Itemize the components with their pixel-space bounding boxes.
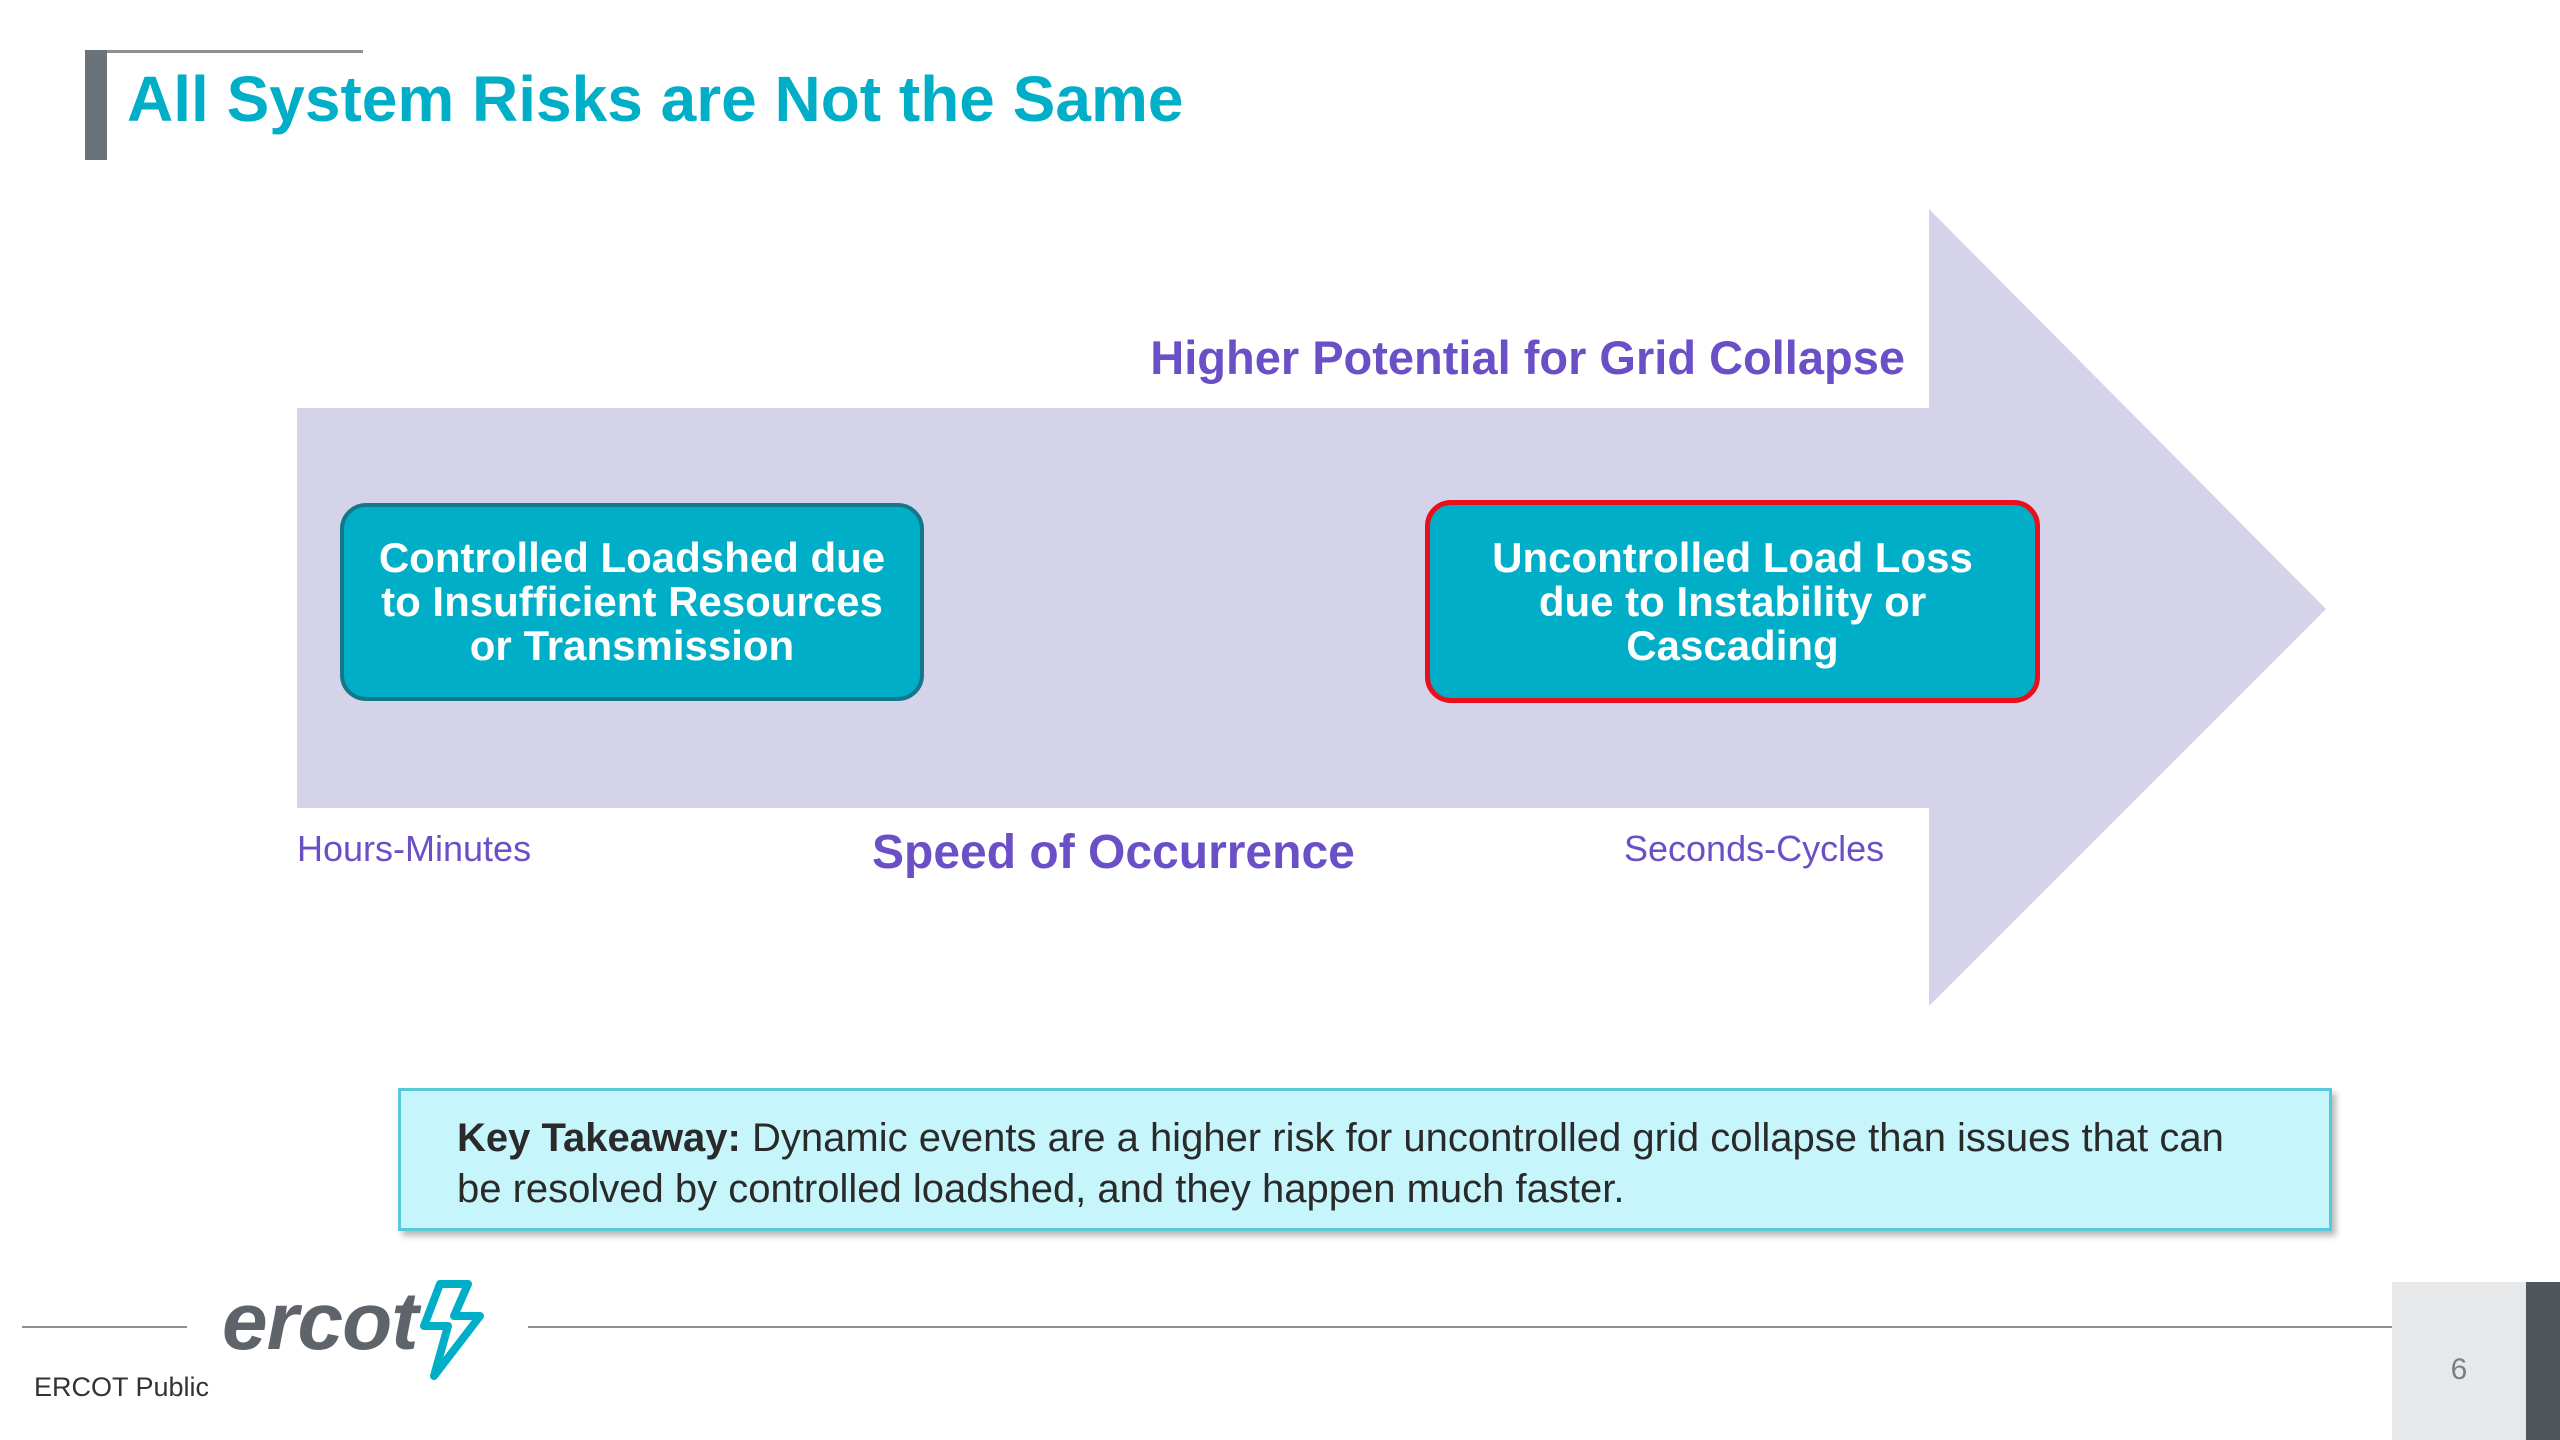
footer-divider-right bbox=[528, 1326, 2526, 1328]
logo-wordmark: ercot bbox=[222, 1276, 419, 1367]
title-accent-line bbox=[85, 50, 363, 53]
classification-label: ERCOT Public bbox=[34, 1372, 210, 1402]
page-number: 6 bbox=[2450, 1353, 2468, 1386]
footer-divider-left bbox=[22, 1326, 187, 1328]
controlled-loadshed-box: Controlled Loadshed due to Insufficient … bbox=[340, 503, 924, 701]
key-takeaway-text: Dynamic events are a higher risk for unc… bbox=[457, 1116, 2224, 1211]
axis-left-label: Hours-Minutes bbox=[297, 828, 532, 869]
axis-right-label: Seconds-Cycles bbox=[1624, 828, 1885, 869]
page-number-box bbox=[2392, 1282, 2526, 1440]
ercot-lightning-mark-icon bbox=[420, 1280, 484, 1380]
slide-title: All System Risks are Not the Same bbox=[127, 63, 1184, 135]
uncontrolled-load-loss-text: Uncontrolled Load Loss due to Instabilit… bbox=[1492, 533, 1973, 669]
title-accent-bar bbox=[85, 50, 107, 160]
controlled-loadshed-text: Controlled Loadshed due to Insufficient … bbox=[378, 534, 886, 669]
key-takeaway-box: Key Takeaway: Dynamic events are a highe… bbox=[398, 1088, 2332, 1231]
uncontrolled-load-loss-box: Uncontrolled Load Loss due to Instabilit… bbox=[1425, 500, 2040, 703]
ercot-logo: ercot bbox=[222, 1272, 492, 1382]
page-accent-bar bbox=[2526, 1282, 2560, 1440]
higher-potential-label: Higher Potential for Grid Collapse bbox=[1150, 331, 1905, 384]
arrow-polygon bbox=[297, 209, 2326, 1006]
axis-title: Speed of Occurrence bbox=[872, 826, 1355, 879]
key-takeaway-label: Key Takeaway: bbox=[457, 1116, 741, 1160]
